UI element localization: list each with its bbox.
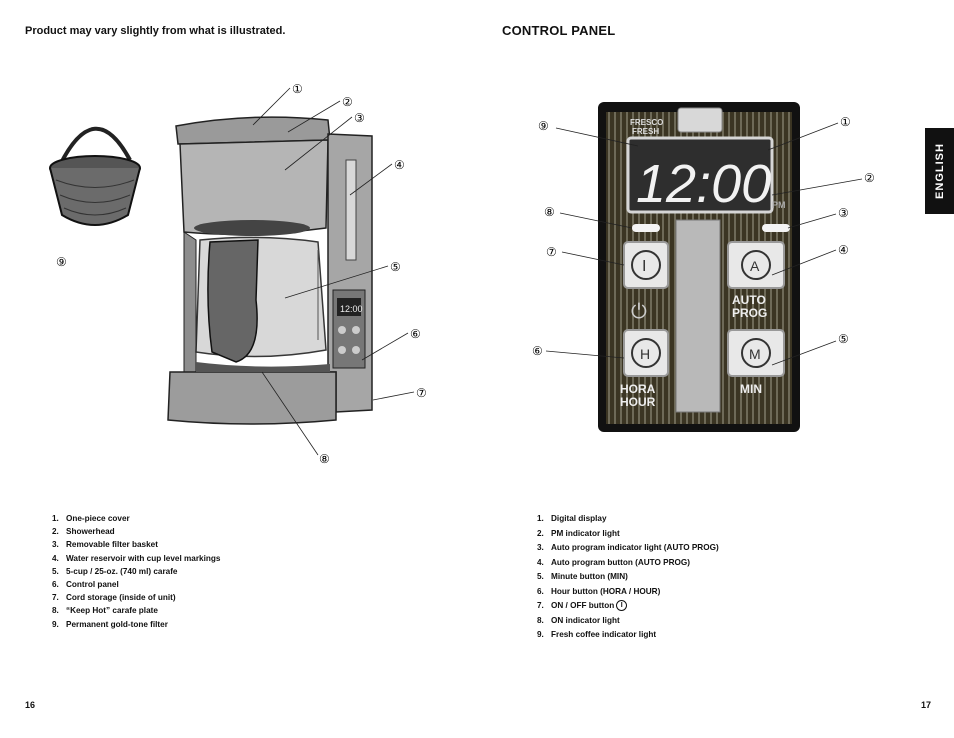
list-item: 9.Fresh coffee indicator light [537,630,657,639]
fresh-label-1: FRESCO [630,118,663,127]
power-symbol-icon: ⏻ [631,301,647,323]
callout-6: ⑥ [410,327,421,341]
list-item: 4.Water reservoir with cup level marking… [52,553,221,563]
list-item: 5.Minute button (MIN) [537,572,628,581]
svg-text:A: A [750,258,760,274]
panel-callout-6: ⑥ [532,344,543,358]
svg-text:H: H [640,346,650,362]
list-item: 6.Control panel [52,579,119,589]
panel-callout-7: ⑦ [546,245,557,259]
coffeemaker-illustration: 12:00 ① ② ③ ④ ⑤ ⑥ ⑦ ⑧ ⑨ [49,82,427,466]
list-item: 6.Hour button (HORA / HOUR) [537,586,661,596]
panel-callout-4: ④ [838,243,849,257]
callout-8: ⑧ [319,452,330,466]
language-tab: ENGLISH [925,128,954,214]
auto-prog-button[interactable]: A [727,241,785,289]
panel-callout-1: ① [840,115,851,129]
parts-list: 1.One-piece cover 2.Showerhead 3.Removab… [52,512,220,631]
hour-button[interactable]: H [623,329,669,377]
callout-9: ⑨ [56,255,67,269]
svg-text:M: M [749,346,761,362]
on-off-button[interactable]: I [623,241,669,289]
svg-text:I: I [642,258,646,275]
language-tab-label: ENGLISH [933,143,946,199]
panel-callout-8: ⑧ [544,205,555,219]
list-item: 7.Cord storage (inside of unit) [52,593,176,603]
list-item: 1.Digital display [537,514,607,523]
list-item: 2.PM indicator light [537,528,620,538]
on-off-symbol-icon: I [616,600,628,612]
svg-text:12:00: 12:00 [340,304,363,314]
auto-indicator-light [762,224,790,232]
min-label: MIN [740,382,762,396]
callout-3: ③ [354,111,365,125]
auto-label-1: AUTO [732,293,766,307]
panel-callout-9: ⑨ [538,119,549,133]
list-item: 8.ON indicator light [537,615,620,625]
control-panel-illustration: FRESCO FRESH 12:00 PM I A AUTO PROG ⏻ H … [532,102,875,432]
illustration-note: Product may vary slightly from what is i… [25,25,286,37]
list-item: 5.5-cup / 25-oz. (740 ml) carafe [52,566,178,576]
pm-label: PM [772,200,786,210]
page-number-right: 17 [921,700,932,710]
auto-label-2: PROG [732,306,767,320]
list-item: 9.Permanent gold-tone filter [52,619,168,629]
filter-basket-drawing [49,126,141,226]
callout-4: ④ [394,158,405,172]
list-item: 4.Auto program button (AUTO PROG) [537,557,691,567]
callout-5: ⑤ [390,260,401,274]
min-button[interactable]: M [727,329,785,377]
hour-label-2: HOUR [620,395,656,409]
hour-label-1: HORA [620,382,656,396]
page-number-left: 16 [25,700,36,710]
list-item: 8.“Keep Hot” carafe plate [52,606,158,616]
callout-1: ① [292,82,303,96]
list-item: 1.One-piece cover [52,514,130,523]
list-item: 2.Showerhead [52,527,115,537]
page-title: CONTROL PANEL [502,23,616,38]
callout-2: ② [342,95,353,109]
coffeemaker-body-drawing: 12:00 [167,116,373,425]
panel-callout-3: ③ [838,206,849,220]
callout-7: ⑦ [416,386,427,400]
display-time: 12:00 [636,154,771,214]
on-indicator-light [632,224,660,232]
panel-callout-5: ⑤ [838,332,849,346]
list-item: 3.Auto program indicator light (AUTO PRO… [537,543,719,552]
controls-list: 1.Digital display 2.PM indicator light 3… [537,512,719,643]
digital-display [626,136,774,214]
panel-callout-2: ② [864,171,875,185]
fresh-label-2: FRESH [632,127,659,136]
list-item: 3.Removable filter basket [52,540,158,550]
